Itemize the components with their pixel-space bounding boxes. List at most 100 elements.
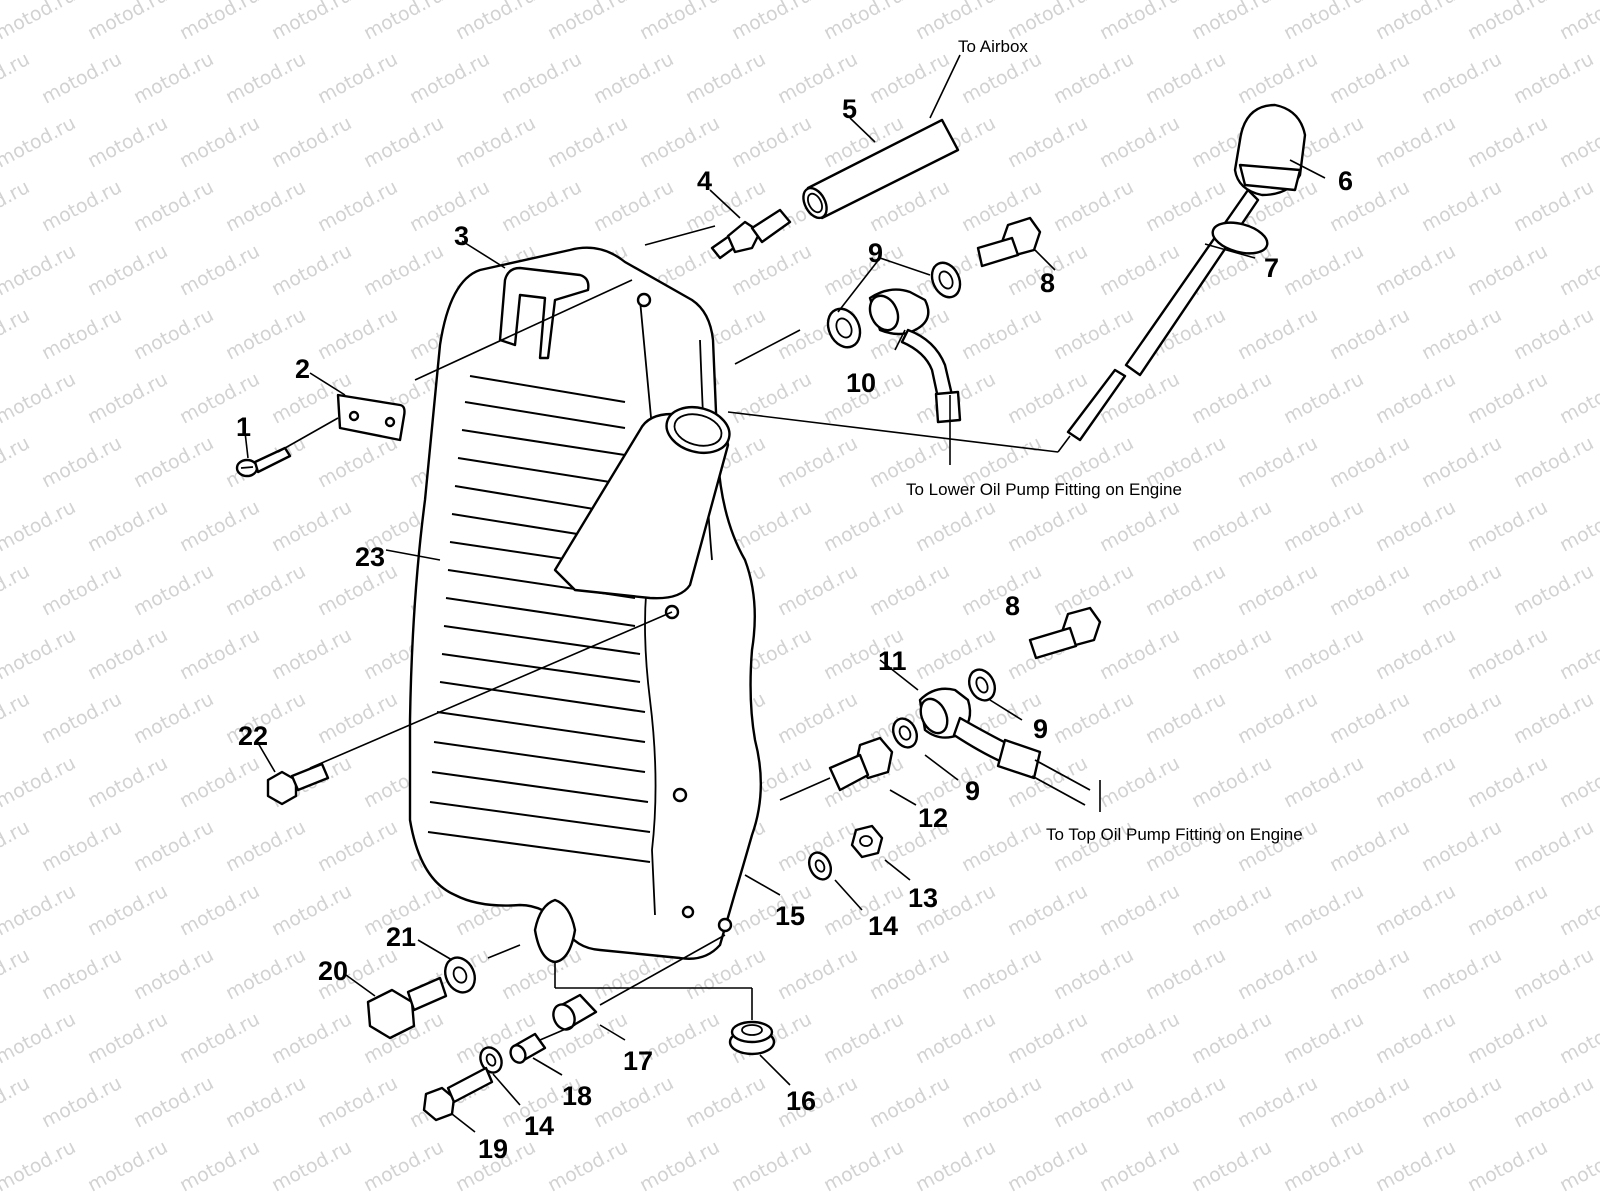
watermark-text: motod.ru [1418, 432, 1505, 492]
watermark-text: motod.ru [1188, 1136, 1275, 1196]
watermark-text: motod.ru [682, 1072, 769, 1132]
watermark-text: motod.ru [222, 176, 309, 236]
watermark-text: motod.ru [176, 0, 263, 44]
watermark-text: motod.ru [0, 752, 79, 812]
watermark-text: motod.ru [1188, 0, 1275, 44]
watermark-text: motod.ru [1556, 240, 1600, 300]
banjo-fitting-part-11 [918, 687, 1091, 806]
watermark-text: motod.ru [1280, 880, 1367, 940]
watermark-text: motod.ru [1372, 496, 1459, 556]
watermark-text: motod.ru [1096, 752, 1183, 812]
watermark-text: motod.ru [84, 0, 171, 44]
watermark-text: motod.ru [1464, 112, 1551, 172]
note-to-airbox: To Airbox [958, 37, 1028, 56]
watermark-text: motod.ru [1372, 1008, 1459, 1068]
callout-7: 7 [1264, 253, 1279, 283]
callout-17: 17 [623, 1046, 653, 1076]
banjo-bolt-part-8-lower [1028, 606, 1102, 660]
watermark-text: motod.ru [314, 304, 401, 364]
watermark-text: motod.ru [1280, 368, 1367, 428]
watermark-text: motod.ru [1464, 0, 1551, 44]
watermark-text: motod.ru [820, 1008, 907, 1068]
watermark-text: motod.ru [360, 1136, 447, 1196]
watermark-text: motod.ru [1188, 496, 1275, 556]
callout-5: 5 [842, 94, 857, 124]
nut-part-13 [850, 824, 884, 859]
callout-2: 2 [295, 354, 310, 384]
callout-9-right: 9 [1033, 714, 1048, 744]
watermark-text: motod.ru [958, 1072, 1045, 1132]
drain-plug-part-20 [366, 976, 448, 1040]
callout-14-right: 14 [868, 911, 898, 941]
watermark-text: motod.ru [452, 0, 539, 44]
watermark-text: motod.ru [1372, 368, 1459, 428]
callout-15: 15 [775, 901, 805, 931]
watermark-text: motod.ru [130, 176, 217, 236]
watermark-text: motod.ru [38, 48, 125, 108]
fitting-part-12 [828, 736, 894, 792]
watermark-text: motod.ru [1188, 624, 1275, 684]
watermark-text: motod.ru [866, 48, 953, 108]
watermark-text: motod.ru [1326, 944, 1413, 1004]
watermark-text: motod.ru [0, 816, 33, 876]
watermark-text: motod.ru [1326, 304, 1413, 364]
watermark-text: motod.ru [84, 1136, 171, 1196]
callout-6: 6 [1338, 166, 1353, 196]
watermark-text: motod.ru [1188, 368, 1275, 428]
screw-part-1 [235, 446, 292, 478]
watermark-text: motod.ru [0, 304, 33, 364]
watermark-text: motod.ru [1004, 1136, 1091, 1196]
vent-hose-part-5 [802, 118, 960, 220]
watermark-text: motod.ru [1234, 944, 1321, 1004]
watermark-text: motod.ru [1096, 240, 1183, 300]
watermark-text: motod.ru [1280, 240, 1367, 300]
watermark-text: motod.ru [130, 432, 217, 492]
watermark-text: motod.ru [84, 880, 171, 940]
watermark-text: motod.ru [314, 816, 401, 876]
watermark-text: motod.ru [176, 880, 263, 940]
watermark-text: motod.ru [1280, 0, 1367, 44]
watermark-text: motod.ru [1464, 880, 1551, 940]
callout-8-lower: 8 [1005, 591, 1020, 621]
watermark-text: motod.ru [1050, 944, 1137, 1004]
watermark-text: motod.ru [0, 432, 33, 492]
watermark-text: motod.ru [84, 624, 171, 684]
watermark-text: motod.ru [1234, 432, 1321, 492]
watermark-text: motod.ru [0, 1072, 33, 1132]
watermark-text: motod.ru [268, 624, 355, 684]
watermark-text: motod.ru [314, 688, 401, 748]
watermark-text: motod.ru [1556, 112, 1600, 172]
watermark-text: motod.ru [1326, 432, 1413, 492]
watermark-text: motod.ru [268, 0, 355, 44]
watermark-text: motod.ru [38, 560, 125, 620]
watermark-text: motod.ru [452, 112, 539, 172]
watermark-text: motod.ru [0, 1136, 79, 1196]
watermark-text: motod.ru [774, 560, 861, 620]
watermark-text: motod.ru [1418, 48, 1505, 108]
watermark-text: motod.ru [636, 112, 723, 172]
watermark-text: motod.ru [1418, 560, 1505, 620]
watermark-text: motod.ru [774, 432, 861, 492]
tank-handle [498, 266, 590, 360]
watermark-text: motod.ru [1096, 624, 1183, 684]
watermark-text: motod.ru [1188, 880, 1275, 940]
watermark-text: motod.ru [1510, 560, 1597, 620]
watermark-text: motod.ru [1556, 624, 1600, 684]
watermark-text: motod.ru [1280, 624, 1367, 684]
watermark-text: motod.ru [1418, 304, 1505, 364]
watermark-text: motod.ru [0, 496, 79, 556]
watermark-text: motod.ru [1372, 624, 1459, 684]
sealing-washer-part-21 [444, 956, 476, 994]
watermark-text: motod.ru [1372, 112, 1459, 172]
watermark-text: motod.ru [1556, 1136, 1600, 1196]
watermark-text: motod.ru [1004, 496, 1091, 556]
watermark-text: motod.ru [130, 816, 217, 876]
watermark-text: motod.ru [1142, 688, 1229, 748]
watermark-text: motod.ru [38, 944, 125, 1004]
drain-boss [533, 898, 577, 964]
watermark-text: motod.ru [1418, 1072, 1505, 1132]
washer-part-14-left [479, 1046, 503, 1074]
watermark-text: motod.ru [176, 1008, 263, 1068]
watermark-text: motod.ru [1510, 48, 1597, 108]
watermark-text: motod.ru [1464, 624, 1551, 684]
